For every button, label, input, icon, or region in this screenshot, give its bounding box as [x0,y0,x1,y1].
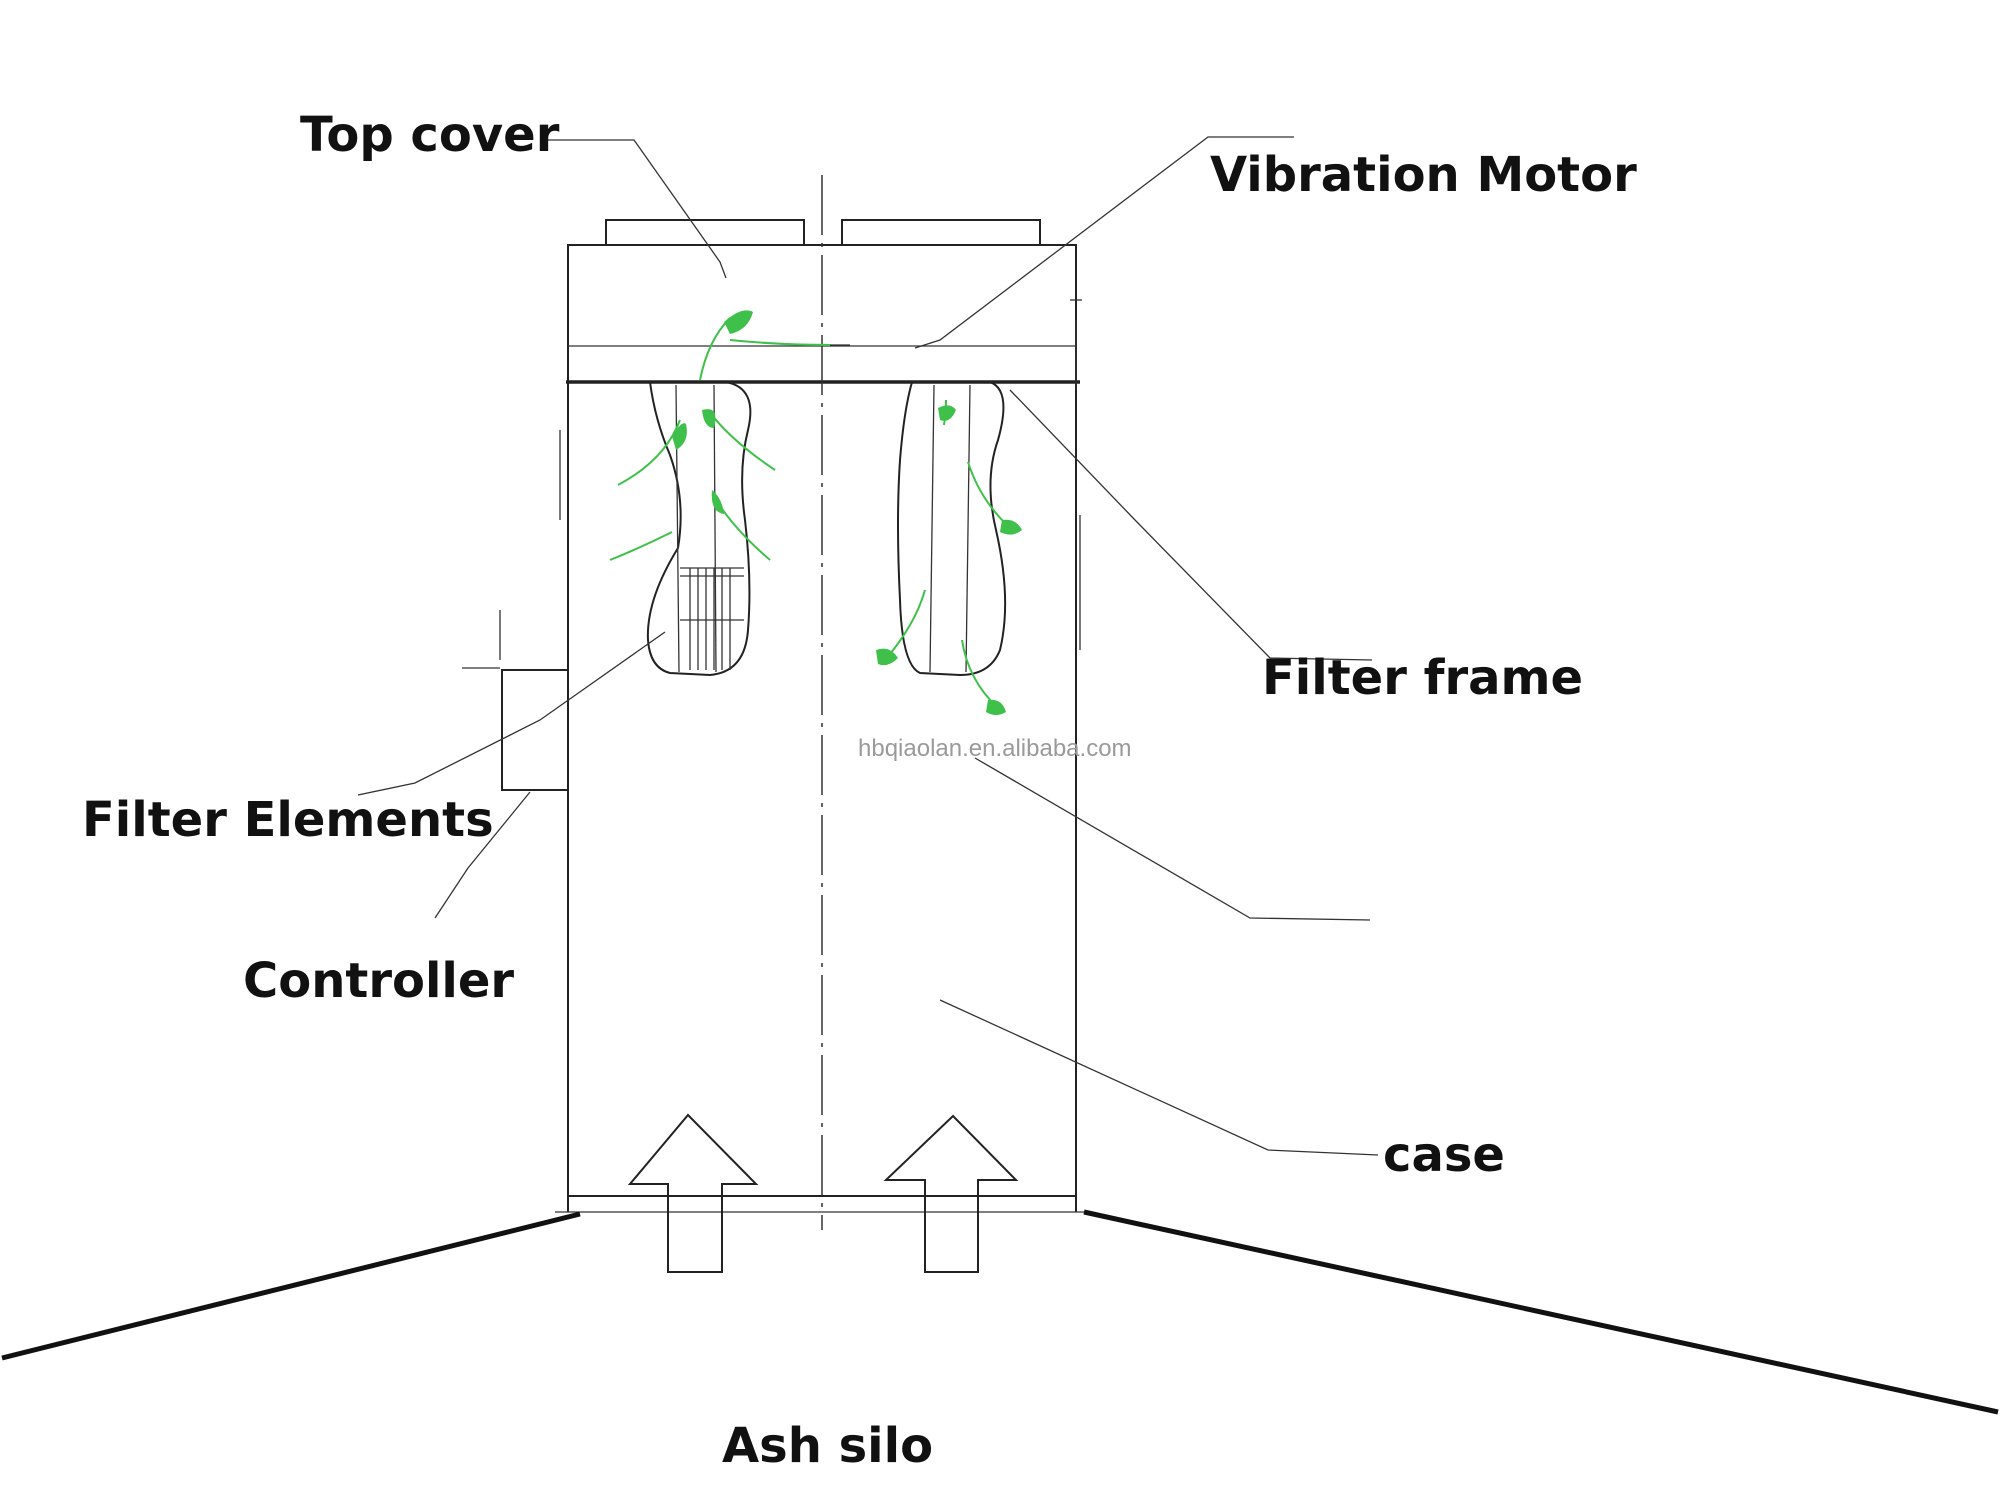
watermark-text: hbqiaolan.en.alibaba.com [858,735,1132,762]
label-controller: Controller [243,953,515,1009]
label-top-cover: Top cover [300,107,560,163]
filter-element-right [897,381,1007,677]
leader-top-cover [540,139,727,279]
label-filter-frame: Filter frame [1262,650,1584,706]
label-ash-silo: Ash silo [722,1418,934,1474]
filter-element-left-inner [713,384,717,673]
leader-controller [434,791,531,919]
inlet-arrow-right [883,1114,1019,1273]
top-cover-plate-right [841,219,1041,246]
inlet-arrow-left [627,1113,759,1273]
leader-case [939,999,1379,1156]
filter-element-left [646,381,752,677]
ash-silo-right-wall [1083,1209,1999,1415]
label-case: case [1383,1127,1505,1183]
label-filter-elements: Filter Elements [82,792,494,848]
leader-filter-frame [1009,389,1373,661]
ash-silo-left-wall [1,1211,581,1361]
filter-element-grille [680,567,744,670]
controller-box [501,669,569,791]
leader-filter-elements [357,631,666,796]
label-vibration-motor: Vibration Motor [1210,147,1637,203]
filter-element-right-inner [929,384,935,673]
filter-element-right-inner [965,384,971,673]
leader-hbqiaolan [974,757,1371,921]
leader-vibration-motor [914,136,1294,349]
airflow-arrows [609,310,1022,715]
